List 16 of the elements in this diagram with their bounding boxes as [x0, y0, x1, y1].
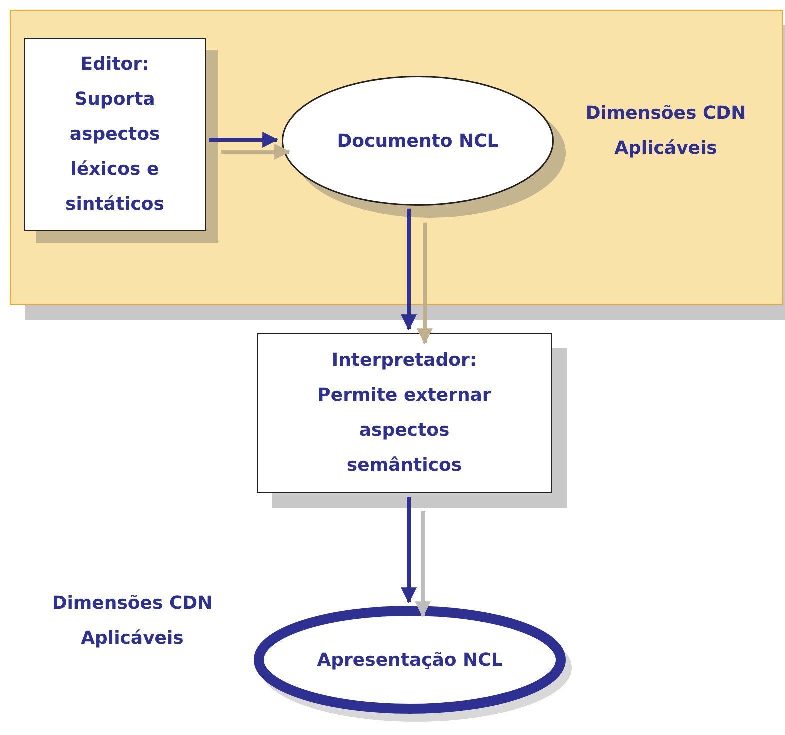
arrow [209, 132, 279, 148]
process-box-heading: Interpretador: [330, 349, 478, 373]
ellipse-label: Apresentação NCL [317, 648, 503, 672]
process-box-text: Permite externar aspectos semânticos [316, 384, 492, 478]
ellipse-node [282, 76, 554, 206]
process-box-text: Suporta aspectos léxicos e sintáticos [64, 88, 166, 217]
process-box [24, 38, 206, 231]
panel-background: Dimensões CDN Aplicáveis [584, 102, 748, 161]
dimension-label: Dimensões CDN Aplicáveis [51, 592, 214, 651]
process-box-heading: Editor: [80, 53, 150, 77]
panel-background [10, 10, 783, 305]
process-box [257, 333, 552, 493]
ellipse-label: Documento NCL [337, 130, 499, 154]
arrow [401, 497, 417, 604]
thick-ellipse-node [254, 606, 566, 714]
arrow [401, 208, 417, 331]
